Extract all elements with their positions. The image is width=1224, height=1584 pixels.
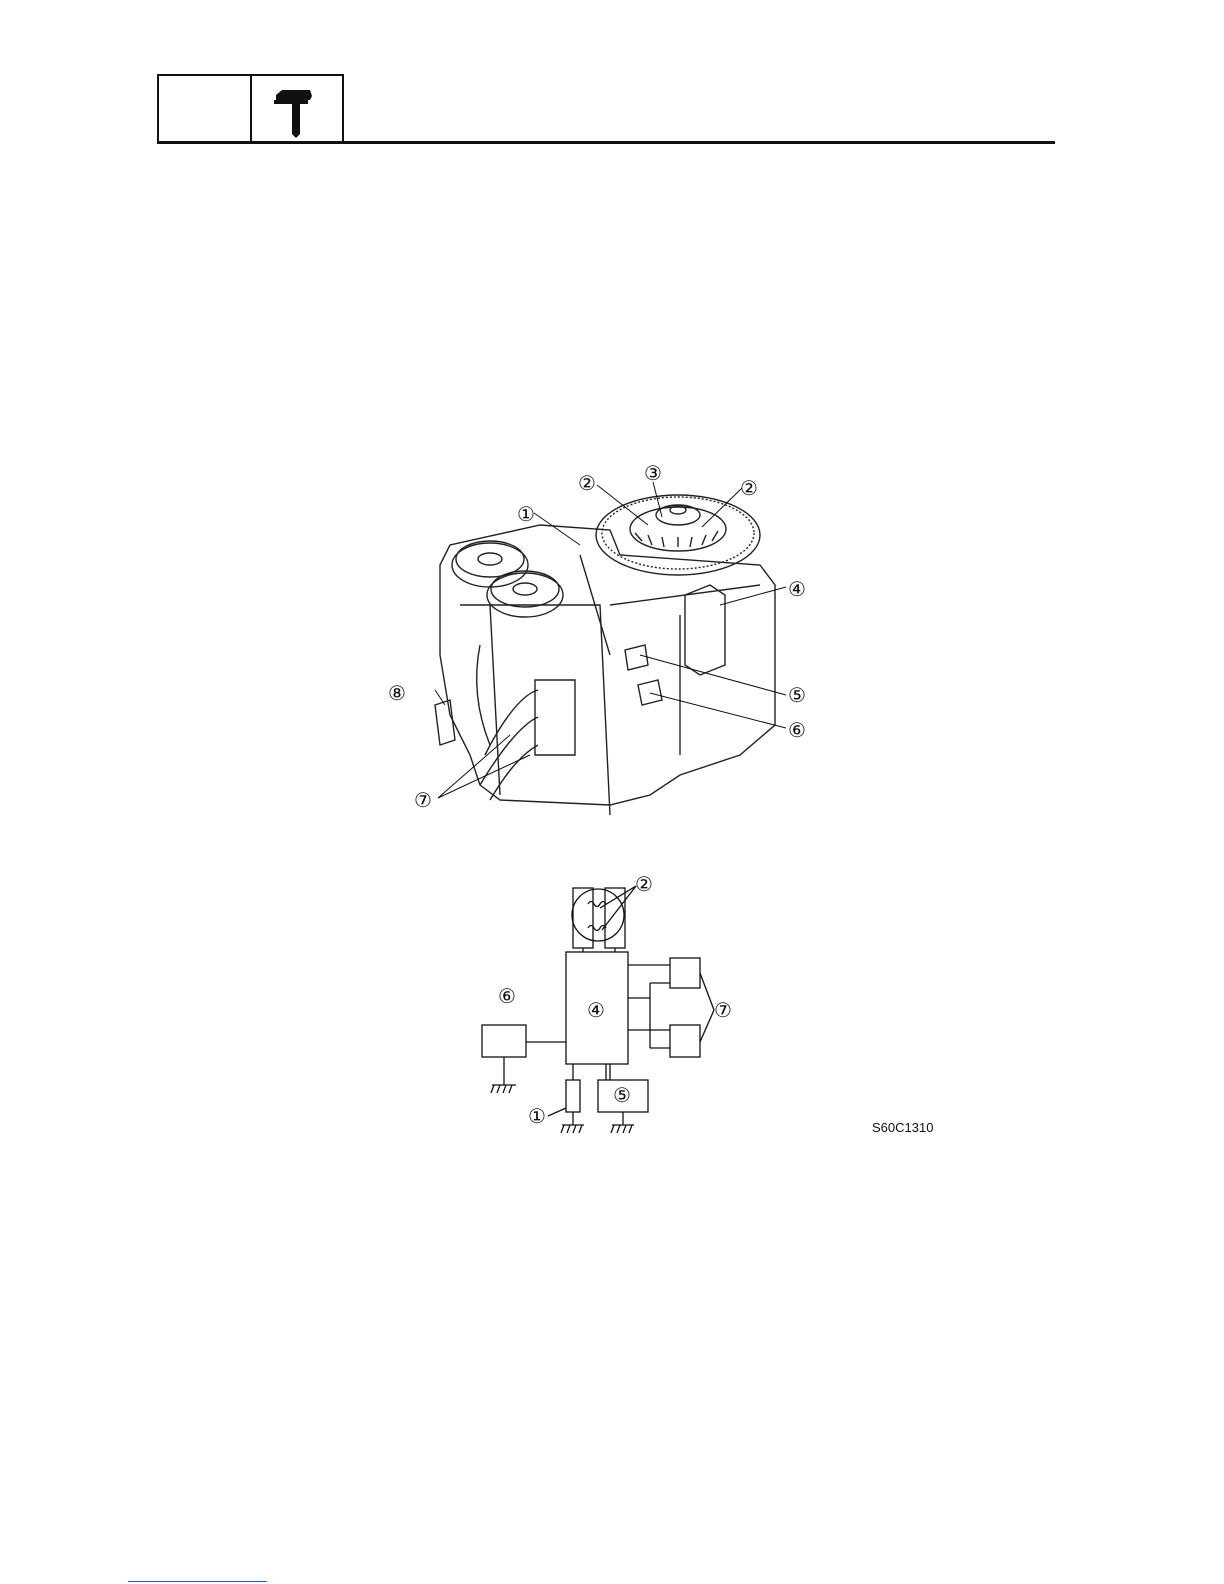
block-diagram-lines (470, 870, 950, 1140)
chapter-box (157, 74, 252, 142)
callout-5: ⑤ (788, 683, 806, 708)
ignition-block-diagram: ② ④ ⑥ ⑦ ① ⑤ S60C1310 (470, 870, 950, 1140)
callout-2-left: ② (578, 471, 596, 496)
footer-link-underline[interactable] (128, 1581, 267, 1582)
callout-1: ① (517, 502, 535, 527)
callout-8: ⑧ (388, 681, 406, 706)
callout-2-right: ② (740, 476, 758, 501)
diagram-label-6: ⑥ (498, 984, 516, 1009)
diagram-label-4: ④ (587, 998, 605, 1023)
page-header (157, 74, 1055, 144)
engine-illustration: ① ② ③ ② ④ ⑤ ⑥ ⑦ ⑧ (380, 455, 820, 825)
callout-3: ③ (644, 461, 662, 486)
chapter-icon-box (252, 74, 344, 142)
outboard-motor-icon (252, 76, 340, 142)
callout-7: ⑦ (414, 788, 432, 813)
figure-code: S60C1310 (872, 1120, 933, 1135)
diagram-label-7: ⑦ (714, 998, 732, 1023)
callout-4: ④ (788, 577, 806, 602)
diagram-label-1: ① (528, 1104, 546, 1129)
header-rule (157, 141, 1055, 144)
engine-drawing (380, 455, 820, 825)
diagram-label-5: ⑤ (613, 1083, 631, 1108)
callout-6: ⑥ (788, 718, 806, 743)
diagram-label-2: ② (635, 872, 653, 897)
